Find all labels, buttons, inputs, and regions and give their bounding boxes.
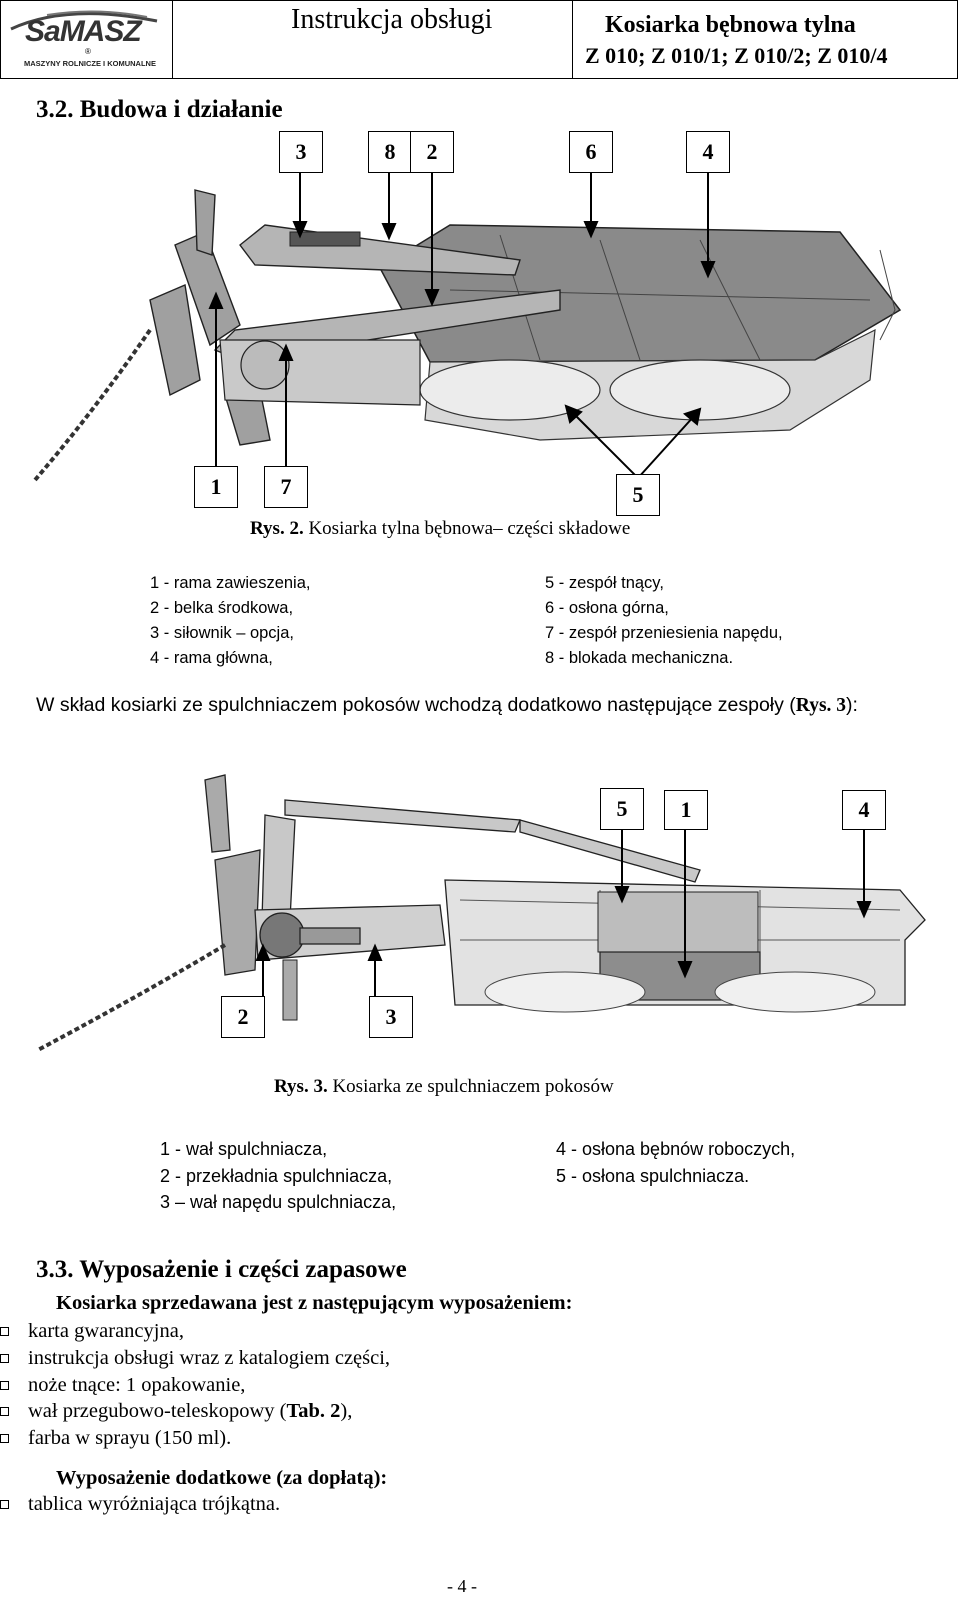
mower-skirt [419,328,876,441]
list-item: farba w sprayu (150 ml). [0,1425,390,1452]
checkbox-bullet-icon [0,1353,9,1363]
samasz-logo-icon [10,10,158,31]
chain [33,328,152,482]
figure-2-caption-text: Kosiarka tylna bębnowa– części składowe [303,518,631,539]
fig2-label-2: 2 [410,131,454,173]
logo-reg: ® [85,47,91,56]
chain-3 [37,943,227,1052]
intro-paragraph: W skład kosiarki ze spulchniaczem pokosó… [36,694,858,717]
fig3-label-5: 5 [600,788,644,830]
list-item: karta gwarancyjna, [0,1318,390,1345]
checkbox-bullet-icon [0,1380,9,1390]
figure-2-caption: Rys. 2. Kosiarka tylna bębnowa– części s… [250,518,630,540]
legend-3-left: 1 - wał spulchniacza, 2 - przekładnia sp… [160,1136,396,1216]
list-item-text: karta gwarancyjna, [28,1320,184,1342]
fig2-label-5: 5 [616,474,660,516]
legend-item: 3 – wał napędu spulchniacza, [160,1192,397,1212]
list-item-end: ), [340,1400,353,1423]
mower-deck [379,224,902,363]
product-cell: Kosiarka bębnowa tylna Z 010; Z 010/1; Z… [573,1,959,78]
legend-item: 5 - osłona spulchniacza. [556,1165,750,1186]
paragraph-figure-ref: Rys. 3 [795,695,847,716]
fig3-label-3: 3 [369,996,413,1038]
product-models: Z 010; Z 010/1; Z 010/2; Z 010/4 [585,43,888,68]
figure-3-caption: Rys. 3. Kosiarka ze spulchniaczem pokosó… [274,1076,614,1098]
checkbox-bullet-icon [0,1327,9,1336]
list-item-text: farba w sprayu (150 ml). [28,1427,232,1450]
checkbox-bullet-icon [0,1500,9,1509]
legend-item: 1 - wał spulchniacza, [160,1139,328,1159]
legend-2-left: 1 - rama zawieszenia, 2 - belka środkowa… [150,571,310,671]
list-item-text: tablica wyróżniająca trójkątna. [28,1493,281,1515]
hitch-frame [149,189,271,446]
legend-item: 2 - belka środkowa, [150,599,294,617]
list-item-text: wał przegubowo-teleskopowy ( [28,1400,287,1423]
list-item: noże tnące: 1 opakowanie, [0,1372,390,1399]
fig2-label-7: 7 [264,466,308,508]
checkbox-bullet-icon [0,1407,9,1417]
list-item: instrukcja obsługi wraz z katalogiem czę… [0,1345,390,1372]
mower-figure-3 [37,774,926,1052]
fig3-label-2: 2 [221,996,265,1038]
table-ref: Tab. 2 [286,1400,341,1423]
extra-equipment-list: tablica wyróżniająca trójkątna. [0,1491,280,1518]
list-item-text: instrukcja obsługi wraz z katalogiem czę… [28,1346,391,1369]
document-title: Instrukcja obsługi [291,4,493,35]
logo-text: SaMASZ [25,15,142,48]
product-name: Kosiarka bębnowa tylna [605,12,856,38]
fig2-label-3: 3 [279,131,323,173]
paragraph-end: ): [846,694,858,716]
logo-cell: SaMASZ ® MASZYNY ROLNICZE I KOMUNALNE [1,1,173,78]
list-item: tablica wyróżniająca trójkątna. [0,1491,280,1518]
section-heading-3-2: 3.2. Budowa i działanie [36,96,283,123]
extra-equipment-title: Wyposażenie dodatkowe (za dopłatą): [56,1467,388,1489]
legend-item: 1 - rama zawieszenia, [150,574,311,592]
fig3-label-1: 1 [664,790,708,830]
page-header: SaMASZ ® MASZYNY ROLNICZE I KOMUNALNE In… [0,0,958,79]
fig2-label-8: 8 [368,131,412,173]
pointer-arrows [208,172,716,479]
page-number: - 4 - [447,1576,477,1596]
figure-3-caption-prefix: Rys. 3. [274,1076,328,1097]
legend-item: 7 - zespół przeniesienia napędu, [545,624,783,642]
mower-figure-2 [33,172,902,482]
list-item-text: noże tnące: 1 opakowanie, [28,1373,246,1396]
legend-2-right: 5 - zespół tnący, 6 - osłona górna, 7 - … [545,571,783,671]
legend-item: 8 - blokada mechaniczna. [545,649,734,667]
fig2-label-4: 4 [686,131,730,173]
checkbox-bullet-icon [0,1434,9,1444]
list-item: wał przegubowo-teleskopowy (Tab. 2), [0,1398,390,1425]
figure-3-caption-text: Kosiarka ze spulchniaczem pokosów [327,1076,614,1097]
fig2-label-1: 1 [194,466,238,508]
paragraph-text: W skład kosiarki ze spulchniaczem pokosó… [36,694,796,716]
standard-equipment-title: Kosiarka sprzedawana jest z następującym… [56,1292,573,1314]
title-cell: Instrukcja obsługi [173,1,573,78]
standard-equipment-list: karta gwarancyjna, instrukcja obsługi wr… [0,1318,390,1452]
fig2-label-6: 6 [569,131,613,173]
legend-item: 5 - zespół tnący, [545,574,664,592]
section-heading-3-3: 3.3. Wyposażenie i części zapasowe [36,1256,407,1283]
legend-item: 4 - rama główna, [150,649,273,667]
logo-subtitle: MASZYNY ROLNICZE I KOMUNALNE [24,59,156,68]
legend-item: 6 - osłona górna, [545,599,669,617]
legend-item: 4 - osłona bębnów roboczych, [556,1139,796,1159]
legend-3-right: 4 - osłona bębnów roboczych, 5 - osłona … [556,1136,795,1189]
fig3-label-4: 4 [842,790,886,830]
legend-item: 2 - przekładnia spulchniacza, [160,1165,393,1186]
legend-item: 3 - siłownik – opcja, [150,624,294,642]
figure-2-caption-prefix: Rys. 2. [250,518,304,539]
conditioner-guard [597,891,759,953]
